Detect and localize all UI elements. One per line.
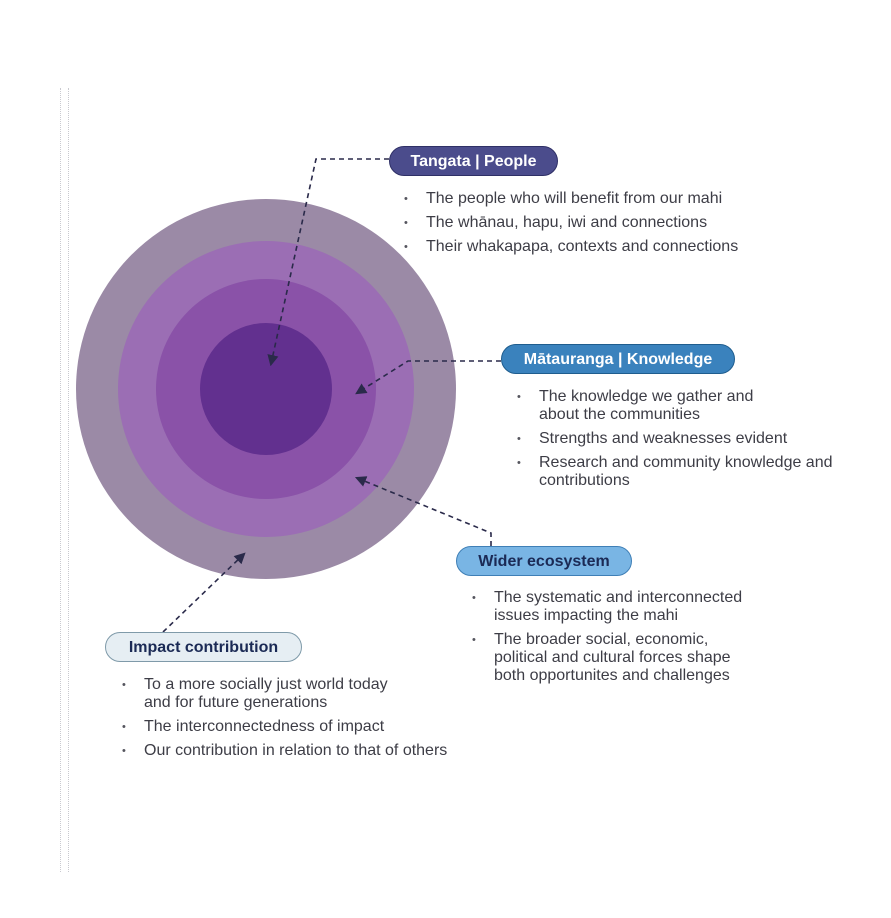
impact-label-pill: Impact contribution	[105, 632, 302, 662]
list-item: To a more socially just world today and …	[121, 676, 414, 712]
connector-ecosystem	[354, 476, 492, 546]
list-item: Strengths and weaknesses evident	[516, 430, 846, 448]
connector-people	[267, 158, 389, 367]
connector-knowledge	[355, 360, 501, 395]
connector-impact	[162, 552, 246, 633]
ecosystem-bullet-list: The systematic and interconnected issues…	[471, 589, 801, 691]
list-item: Our contribution in relation to that of …	[121, 742, 501, 760]
list-item: Their whakapapa, contexts and connection…	[403, 238, 803, 256]
people-bullet-list: The people who will benefit from our mah…	[403, 190, 803, 262]
knowledge-bullet-list: The knowledge we gather and about the co…	[516, 388, 846, 496]
left-margin-guide	[60, 88, 61, 872]
list-item: The interconnectedness of impact	[121, 718, 501, 736]
list-item: The knowledge we gather and about the co…	[516, 388, 784, 424]
ecosystem-label-pill: Wider ecosystem	[456, 546, 632, 576]
list-item: The systematic and interconnected issues…	[471, 589, 774, 625]
left-margin-guide	[68, 88, 69, 872]
list-item: The broader social, economic, political …	[471, 631, 764, 685]
people-label-pill: Tangata | People	[389, 146, 558, 176]
impact-bullet-list: To a more socially just world today and …	[121, 676, 501, 766]
list-item: The whānau, hapu, iwi and connections	[403, 214, 803, 232]
knowledge-label-pill: Mātauranga | Knowledge	[501, 344, 735, 374]
list-item: Research and community knowledge and con…	[516, 454, 839, 490]
list-item: The people who will benefit from our mah…	[403, 190, 803, 208]
ring-people-core	[200, 323, 332, 455]
